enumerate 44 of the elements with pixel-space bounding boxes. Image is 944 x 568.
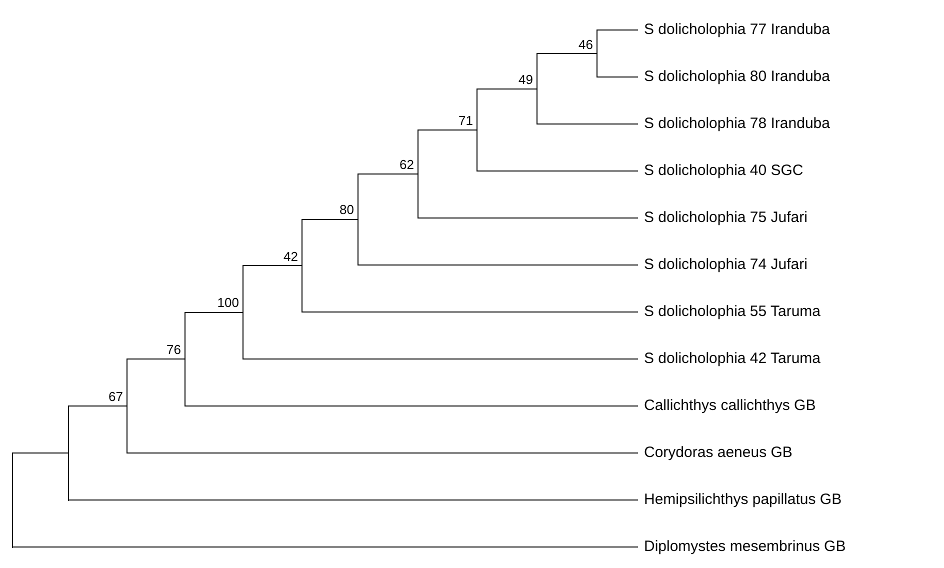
taxon-label: S dolicholophia 40 SGC <box>638 162 804 180</box>
bootstrap-value: 62 <box>378 156 418 174</box>
bootstrap-value: 71 <box>437 112 477 130</box>
junction-line <box>68 406 69 501</box>
bootstrap-value: 42 <box>262 248 302 266</box>
taxon-label: S dolicholophia 77 Iranduba <box>638 21 830 39</box>
bootstrap-value: 100 <box>203 294 243 312</box>
branch-line <box>12 452 68 454</box>
branch-line <box>126 358 186 407</box>
branch-line <box>358 173 418 220</box>
taxon-label: Corydoras aeneus GB <box>638 444 792 462</box>
branch-line <box>242 312 638 360</box>
branch-line <box>184 358 638 406</box>
taxon-label: S dolicholophia 75 Jufari <box>638 209 808 227</box>
branch-line <box>476 129 638 172</box>
bootstrap-value: 80 <box>318 201 358 220</box>
taxon-label: S dolicholophia 55 Taruma <box>638 303 821 321</box>
branch-line <box>242 265 302 313</box>
bootstrap-value: 46 <box>557 36 597 54</box>
branch-line <box>302 265 638 312</box>
bootstrap-value: 49 <box>497 70 537 89</box>
taxon-label: Callichthys callichthys GB <box>638 397 816 415</box>
branch-line <box>68 406 128 407</box>
branch-line <box>358 218 638 266</box>
bootstrap-value: 67 <box>87 388 127 406</box>
branch-line <box>184 312 244 360</box>
branch-line <box>476 88 538 130</box>
branch-line <box>536 53 598 90</box>
taxon-label: S dolicholophia 42 Taruma <box>638 350 821 368</box>
taxon-label: Diplomystes mesembrinus GB <box>638 538 846 556</box>
branch-line <box>418 129 478 174</box>
junction-line <box>12 453 13 548</box>
bootstrap-value: 76 <box>145 341 185 360</box>
branch-line <box>418 173 638 218</box>
taxon-label: S dolicholophia 78 Iranduba <box>638 115 830 133</box>
taxon-label: S dolicholophia 74 Jufari <box>638 256 808 274</box>
branch-line <box>126 406 638 454</box>
branch-line <box>536 88 638 124</box>
branch-line <box>596 53 638 78</box>
branch-line <box>596 30 638 54</box>
taxon-label: Hemipsilichthys papillatus GB <box>638 491 842 509</box>
taxon-label: S dolicholophia 80 Iranduba <box>638 68 830 86</box>
branch-line <box>12 546 638 548</box>
branch-line <box>302 218 358 266</box>
